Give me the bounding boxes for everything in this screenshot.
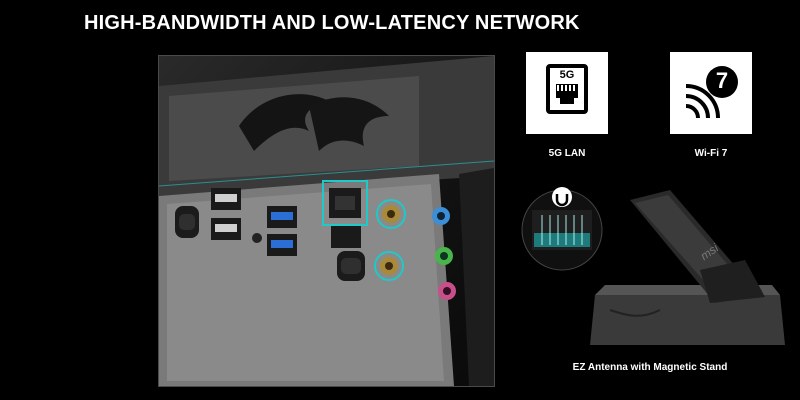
antenna-image: msi bbox=[510, 185, 795, 345]
antenna-caption: EZ Antenna with Magnetic Stand bbox=[572, 362, 728, 373]
lan-icon-label: 5G bbox=[559, 69, 575, 81]
lan-feature-tile: 5G bbox=[526, 52, 608, 134]
magnet-icon bbox=[555, 194, 569, 207]
wifi-icon bbox=[685, 66, 738, 119]
wifi-icon-label: 7 bbox=[715, 68, 729, 93]
lan-caption: 5G LAN bbox=[548, 148, 586, 159]
io-panel-image bbox=[158, 55, 495, 387]
page-title: HIGH-BANDWIDTH AND LOW-LATENCY NETWORK bbox=[84, 12, 580, 34]
ethernet-port-icon bbox=[546, 64, 588, 114]
wifi-feature-tile: 7 bbox=[670, 52, 752, 134]
wifi-caption: Wi-Fi 7 bbox=[694, 148, 728, 159]
